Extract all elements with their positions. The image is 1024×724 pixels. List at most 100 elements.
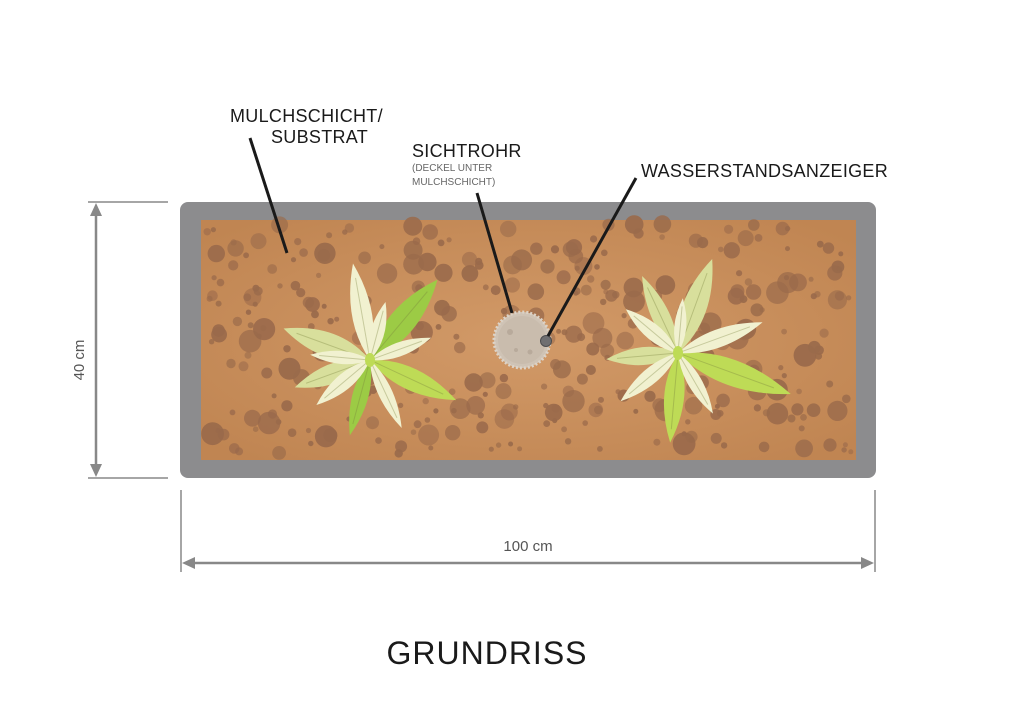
leaf [678,353,713,414]
pebble [428,445,434,451]
leaf-vein [647,287,678,352]
pebble [413,420,422,429]
pebble [723,242,740,259]
pebble [580,284,592,296]
pebble [791,403,804,416]
wasser-leader-line [546,177,638,337]
pebble [718,246,724,253]
leaf [642,275,679,353]
pebble [544,403,563,422]
pebble [424,417,431,423]
pebble [816,240,824,248]
pebble [211,326,228,343]
pebble [561,426,567,433]
pebble [226,358,236,369]
pebble [228,260,239,271]
pebble [281,400,293,412]
pebble [290,280,301,291]
pebble [753,404,762,412]
pebble [211,275,217,281]
pebble [600,343,615,358]
pebble [600,279,611,290]
pebble [422,224,439,240]
leaf [316,360,370,405]
pebble [267,264,278,274]
pebble [585,365,596,375]
pebble [305,297,320,312]
leaf [678,352,791,395]
sichtrohr-leader-line [475,192,514,314]
pebble [418,424,440,446]
pebble [710,409,722,420]
pebble [311,310,319,319]
pebble [748,219,760,231]
pebble [448,388,456,396]
pebble [624,215,644,234]
pebble [795,439,813,458]
pebble [271,393,277,399]
pebble [798,425,805,432]
pebble [796,388,802,395]
pebble [446,237,452,243]
pebble [562,241,579,257]
width-dimension-label: 100 cm [503,538,552,555]
pebble [412,237,421,245]
pebble [433,408,439,414]
pebble [775,221,790,236]
pebble [841,447,847,453]
pebble [576,373,588,385]
pebble [376,263,398,284]
pebble [594,405,603,415]
leaf-vein [370,310,384,359]
pebble [710,432,722,444]
height-dimension-label: 40 cm [71,340,88,381]
pebble [217,428,230,441]
sichtrohr-note-line2: MULCHSCHICHT) [412,177,495,188]
pebble [737,230,754,247]
leaf-vein [677,306,683,352]
pebble [758,441,770,453]
pebble [633,408,639,414]
pebble [216,278,225,287]
mulch-label-line1: MULCHSCHICHT/ [230,106,383,126]
pebble [550,245,560,254]
pebble [283,345,291,353]
pebble [540,259,555,274]
pebble [815,352,823,360]
pebble [685,419,691,425]
pebble [422,397,429,405]
leaf-vein [628,353,677,395]
pebble [834,291,845,301]
pebble [727,287,745,305]
pebble [368,385,378,395]
leaf [370,279,438,360]
leaf [350,263,374,360]
pebble [659,234,665,240]
leaf-vein [678,354,709,405]
pebble [434,263,453,282]
pebble [806,403,821,418]
pebble [511,249,533,271]
leaf-vein [370,291,428,359]
pebble [653,215,672,233]
pebble [482,284,489,291]
wasser-label: WASSERSTANDSANZEIGER [641,161,888,181]
pebble [601,249,608,257]
pebble [229,409,236,416]
pebble [308,440,314,447]
pebble [826,380,834,388]
pebble [530,242,543,255]
pebble [759,307,765,313]
leaf-vein [616,352,677,359]
pebble [564,438,572,445]
leaf [620,353,678,402]
pebble [410,429,417,436]
pebble [366,416,379,430]
pebble [582,312,605,334]
pebble [500,403,518,421]
pebble [243,252,250,259]
pebble [256,333,262,339]
pebble [253,286,263,296]
leaf [625,309,678,353]
pebble [838,251,844,257]
